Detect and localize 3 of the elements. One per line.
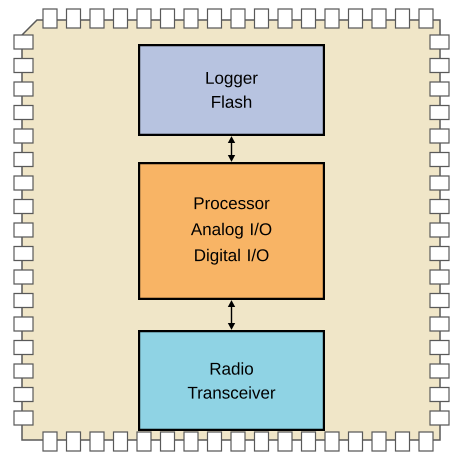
block-box: Logger Flash [138,44,325,136]
block-box: Processor Analog I/O Digital I/O [138,162,325,300]
block-box: Radio Transceiver [138,330,325,431]
